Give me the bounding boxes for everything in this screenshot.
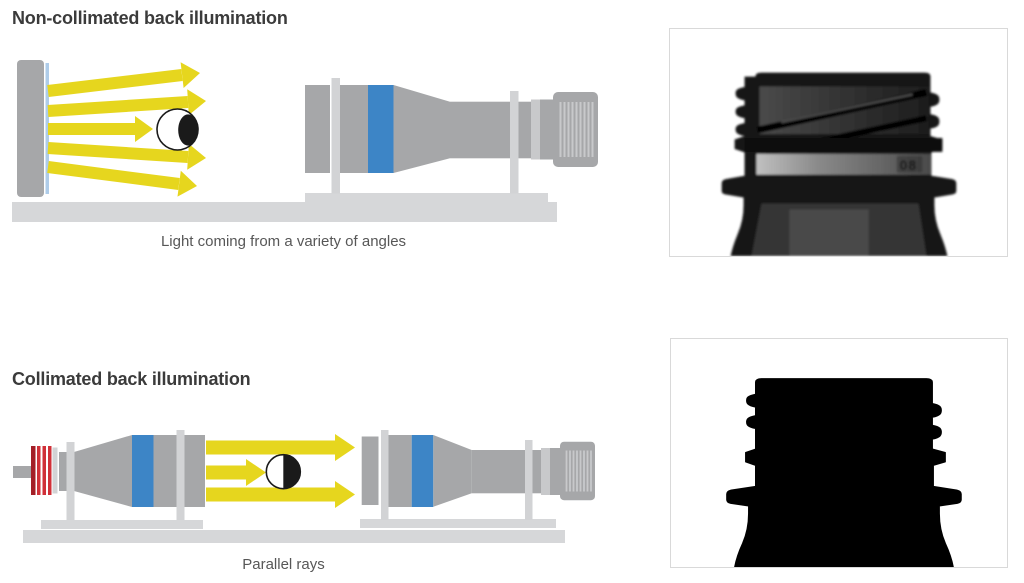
camera-with-lens bbox=[361, 430, 595, 520]
collimating-cone bbox=[74, 435, 132, 507]
diverging-light-rays bbox=[47, 62, 206, 197]
lens-blue-element bbox=[411, 435, 434, 507]
section-title-non-collimated: Non-collimated back illumination bbox=[12, 8, 288, 28]
result-image-collimated bbox=[670, 338, 1008, 568]
non-collimated-setup bbox=[12, 60, 598, 222]
optical-bench bbox=[12, 202, 557, 222]
parallel-light-rays bbox=[206, 434, 355, 508]
mounting-post bbox=[525, 440, 533, 520]
mounting-post bbox=[331, 78, 340, 194]
panel-emitting-surface bbox=[45, 63, 49, 194]
diffuse-light-panel bbox=[17, 60, 49, 197]
optical-bench bbox=[23, 530, 565, 543]
caption-collimated: Parallel rays bbox=[242, 556, 325, 573]
bottle-neck-silhouette bbox=[726, 378, 962, 567]
collimated-light-source bbox=[13, 430, 205, 520]
result-image-non-collimated: 08 bbox=[669, 28, 1008, 257]
mounting-post bbox=[176, 430, 185, 520]
source-stand-plate bbox=[41, 520, 203, 529]
caption-non-collimated: Light coming from a variety of angles bbox=[160, 233, 407, 250]
section-title-collimated: Collimated back illumination bbox=[12, 369, 251, 389]
camera-with-lens bbox=[305, 78, 598, 194]
camera-stand-plate bbox=[360, 519, 556, 528]
bottle-neck-photo: 08 bbox=[721, 72, 957, 256]
mounting-post bbox=[66, 442, 75, 520]
lens-blue-element bbox=[132, 435, 154, 507]
mold-marking: 08 bbox=[900, 157, 917, 173]
sample-object bbox=[156, 108, 199, 151]
collimated-setup bbox=[13, 430, 595, 543]
led-array bbox=[31, 446, 36, 495]
mounting-post bbox=[510, 91, 519, 194]
lens-blue-element bbox=[368, 85, 394, 173]
sample-object bbox=[265, 453, 302, 490]
camera-stand-plate bbox=[305, 193, 548, 202]
mounting-post bbox=[381, 430, 389, 520]
